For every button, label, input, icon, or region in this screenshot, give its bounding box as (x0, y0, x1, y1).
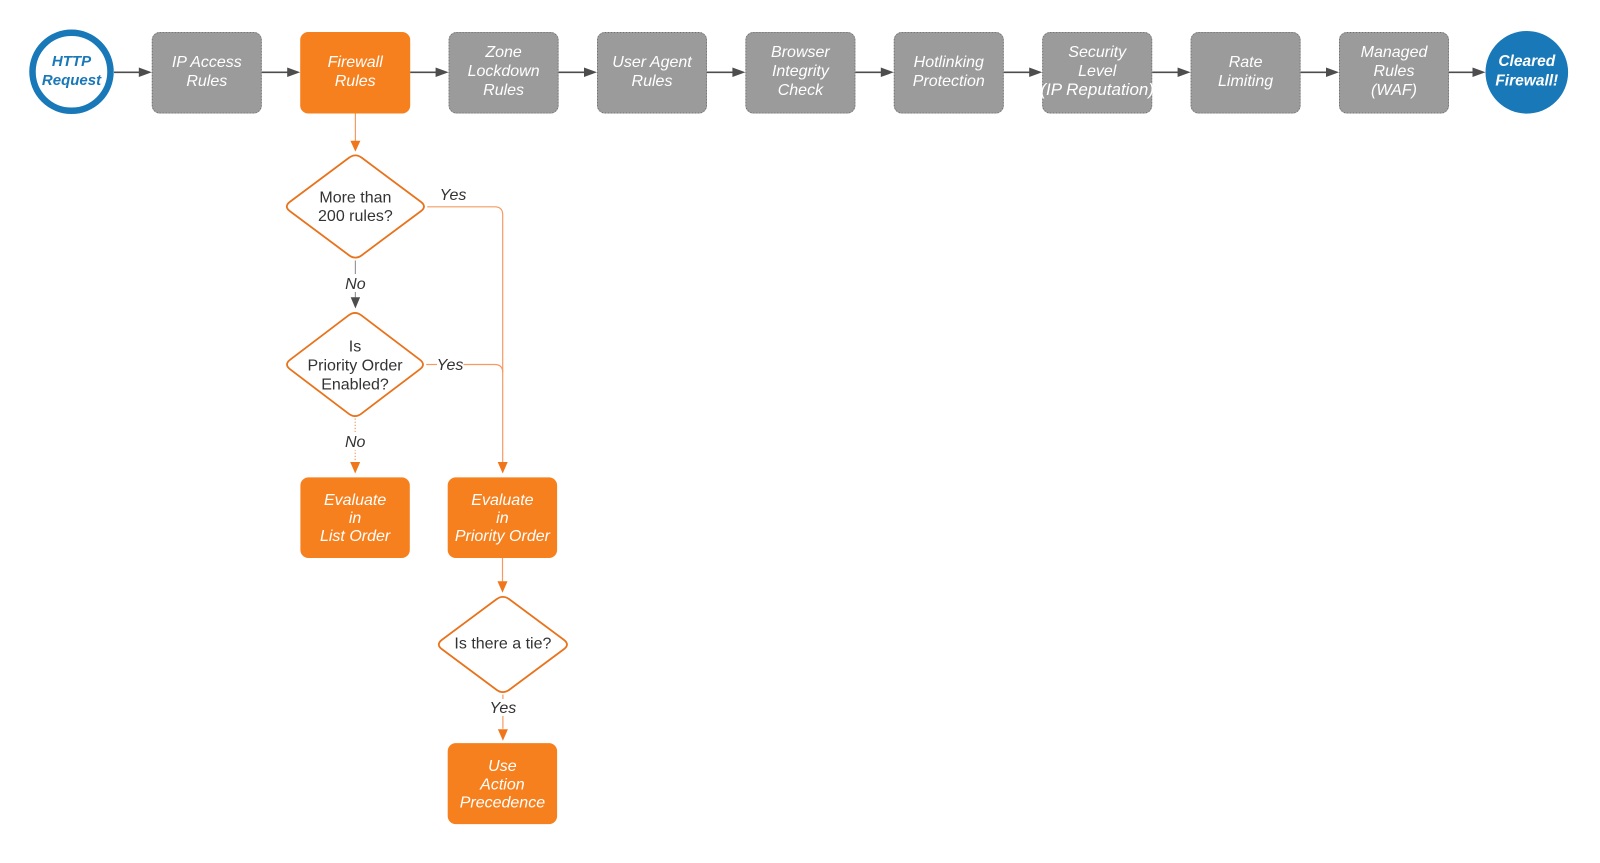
svg-text:Rules: Rules (186, 73, 227, 90)
svg-text:Limiting: Limiting (1218, 73, 1273, 90)
svg-text:HTTP: HTTP (52, 53, 92, 70)
svg-text:Action: Action (479, 776, 525, 793)
svg-text:Cleared: Cleared (1498, 53, 1555, 70)
svg-text:200 rules?: 200 rules? (318, 208, 393, 225)
svg-text:Protection: Protection (913, 73, 985, 90)
svg-text:Priority Order: Priority Order (307, 357, 403, 374)
svg-text:Rules: Rules (335, 73, 376, 90)
svg-text:Evaluate: Evaluate (324, 492, 386, 509)
svg-text:Firewall!: Firewall! (1495, 72, 1558, 89)
svg-text:in: in (496, 510, 509, 527)
svg-text:Hotlinking: Hotlinking (914, 54, 984, 71)
svg-text:Security: Security (1068, 44, 1127, 61)
svg-text:Level: Level (1078, 63, 1117, 80)
svg-text:Rules: Rules (632, 73, 673, 90)
svg-text:Use: Use (488, 758, 517, 775)
svg-text:Managed: Managed (1361, 44, 1429, 61)
svg-text:More than: More than (319, 190, 391, 207)
svg-text:Firewall: Firewall (328, 54, 384, 71)
svg-text:Browser: Browser (771, 44, 830, 61)
svg-text:(WAF): (WAF) (1371, 82, 1417, 99)
svg-text:Priority Order: Priority Order (455, 528, 551, 545)
svg-text:Zone: Zone (484, 44, 522, 61)
svg-text:Request: Request (42, 72, 102, 89)
svg-text:Is: Is (349, 338, 361, 355)
svg-text:No: No (345, 276, 366, 293)
svg-text:Is there a tie?: Is there a tie? (454, 636, 551, 653)
svg-text:Yes: Yes (437, 357, 464, 374)
svg-text:(IP Reputation): (IP Reputation) (1040, 80, 1154, 99)
svg-text:in: in (349, 510, 362, 527)
svg-text:List Order: List Order (320, 528, 391, 545)
svg-text:User Agent: User Agent (612, 54, 692, 71)
svg-text:Yes: Yes (490, 700, 517, 717)
svg-text:Lockdown: Lockdown (468, 63, 540, 80)
svg-text:Rules: Rules (483, 82, 524, 99)
svg-text:Yes: Yes (440, 187, 467, 204)
svg-text:Evaluate: Evaluate (471, 492, 533, 509)
svg-text:Rules: Rules (1374, 63, 1415, 80)
svg-text:Integrity: Integrity (772, 63, 830, 80)
svg-text:Precedence: Precedence (460, 795, 545, 812)
svg-text:Enabled?: Enabled? (321, 376, 389, 393)
svg-text:Rate: Rate (1229, 54, 1263, 71)
svg-text:IP Access: IP Access (172, 54, 242, 71)
svg-text:Check: Check (778, 82, 824, 99)
svg-text:No: No (345, 434, 366, 451)
